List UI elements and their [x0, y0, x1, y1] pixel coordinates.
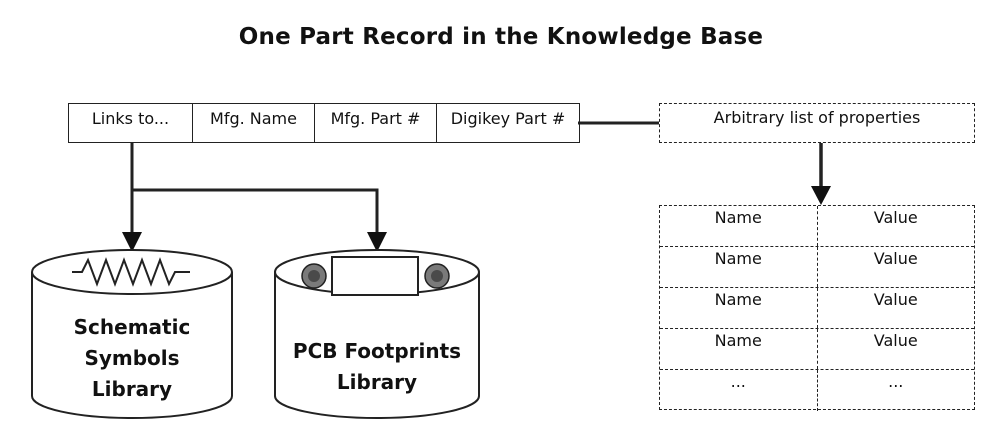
properties-row: ... ... — [660, 370, 974, 411]
pcb-library-label: PCB Footprints Library — [275, 336, 479, 398]
property-name: Name — [660, 329, 818, 369]
properties-row: Name Value — [660, 288, 974, 329]
properties-arrow-head — [811, 186, 831, 205]
schematic-label-line1: Schematic — [73, 315, 191, 339]
properties-table: Name Value Name Value Name Value Name Va… — [659, 205, 975, 411]
resistor-symbol-icon — [72, 257, 190, 287]
properties-row: Name Value — [660, 329, 974, 370]
pcb-component-outline — [331, 256, 419, 296]
property-value: ... — [888, 372, 904, 391]
properties-row: Name Value — [660, 247, 974, 288]
pcb-label-line1: PCB Footprints — [292, 339, 462, 363]
property-value: Value — [873, 290, 918, 309]
record-field-links: Links to... — [69, 104, 193, 142]
property-name: Name — [660, 288, 818, 328]
schematic-library-label: Schematic Symbols Library — [32, 312, 232, 405]
left-pad-hole-icon — [308, 270, 320, 282]
record-field-mfg-name: Mfg. Name — [193, 104, 315, 142]
schematic-label-line3: Library — [91, 377, 173, 401]
record-field-digikey-part: Digikey Part # — [450, 109, 566, 128]
property-name: ... — [660, 370, 818, 411]
properties-row: Name Value — [660, 206, 974, 247]
property-value: Value — [873, 208, 918, 227]
schematic-arrow-head — [122, 232, 142, 252]
property-value: Value — [873, 331, 918, 350]
part-record: Links to... Mfg. Name Mfg. Part # Digike… — [68, 103, 580, 143]
record-field-mfg-part: Mfg. Part # — [315, 104, 437, 142]
property-name: Name — [660, 206, 818, 246]
links-connector — [130, 143, 379, 236]
property-name: Name — [660, 247, 818, 287]
diagram-title: One Part Record in the Knowledge Base — [238, 24, 764, 50]
schematic-label-line2: Symbols — [84, 346, 180, 370]
schematic-library-cylinder — [31, 249, 233, 419]
properties-box: Arbitrary list of properties — [659, 103, 975, 143]
pcb-library-cylinder — [274, 249, 480, 419]
pcb-label-line2: Library — [336, 370, 418, 394]
property-value: Value — [873, 249, 918, 268]
right-pad-hole-icon — [431, 270, 443, 282]
pcb-arrow-head — [367, 232, 387, 252]
